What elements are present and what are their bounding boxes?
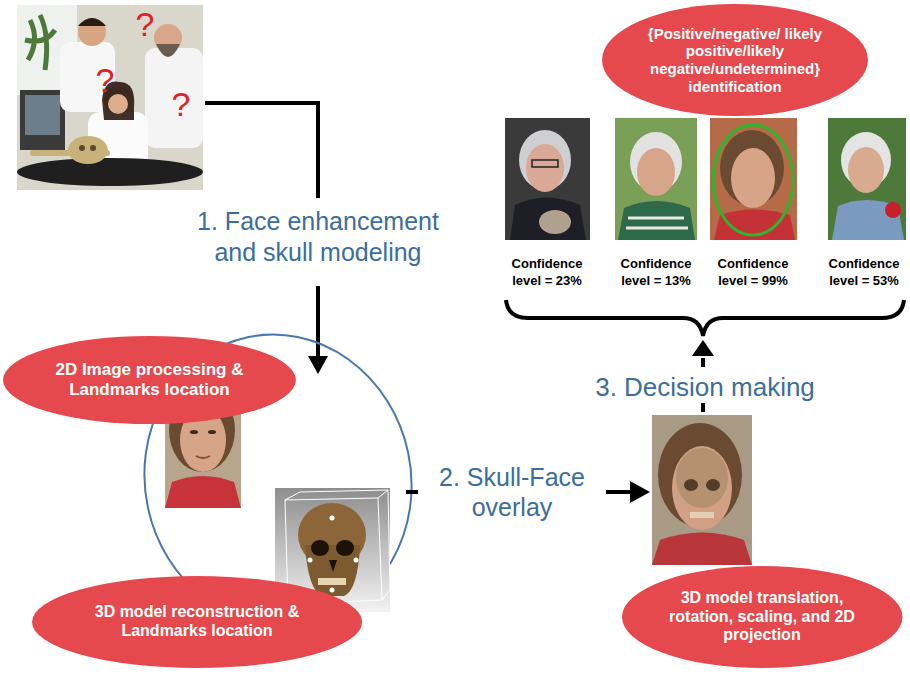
question-mark: ? xyxy=(130,6,160,43)
candidate-photo xyxy=(505,118,590,240)
bracket-line xyxy=(205,103,318,198)
ellipse-shape xyxy=(622,566,902,668)
curly-brace xyxy=(506,300,904,336)
ellipse-shape xyxy=(3,336,296,424)
ellipse-shape xyxy=(602,4,868,116)
question-mark: ? xyxy=(90,62,120,99)
confidence-label: Confidence level = 23% xyxy=(504,256,590,290)
step-label: 2. Skull-Face overlay xyxy=(418,462,606,522)
process-ellipse: {Positive/negative/ likely positive/like… xyxy=(601,3,869,117)
match-circle xyxy=(713,125,793,235)
ellipse-shape xyxy=(32,576,362,668)
overlay-photo xyxy=(652,415,752,565)
candidate-photo xyxy=(828,118,906,240)
arrow-head xyxy=(630,481,650,503)
confidence-label: Confidence level = 53% xyxy=(821,256,907,290)
candidate-photo xyxy=(710,118,797,240)
down-arrow xyxy=(316,286,320,358)
arrow-head xyxy=(692,340,714,356)
step-label: 3. Decision making xyxy=(589,372,821,403)
process-ellipse: 2D Image processing & Landmarks location xyxy=(2,335,297,425)
candidate-photo xyxy=(615,118,697,240)
process-ellipse: 3D model reconstruction & Landmarks loca… xyxy=(31,575,363,669)
step-label: 1. Face enhancement and skull modeling xyxy=(187,206,449,269)
node-text: 3D model reconstruction & Landmarks loca… xyxy=(81,603,313,641)
node-text: {Positive/negative/ likely positive/like… xyxy=(646,25,824,96)
node-text: 3D model translation, rotation, scaling,… xyxy=(664,589,860,646)
confidence-label: Confidence level = 99% xyxy=(710,256,796,290)
node-text: 2D Image processing & Landmarks location xyxy=(47,360,252,400)
confidence-label: Confidence level = 13% xyxy=(613,256,699,290)
lab-photo xyxy=(17,5,203,190)
arrow-head xyxy=(308,356,328,374)
question-mark: ? xyxy=(166,86,196,123)
process-ellipse: 3D model translation, rotation, scaling,… xyxy=(621,565,903,669)
